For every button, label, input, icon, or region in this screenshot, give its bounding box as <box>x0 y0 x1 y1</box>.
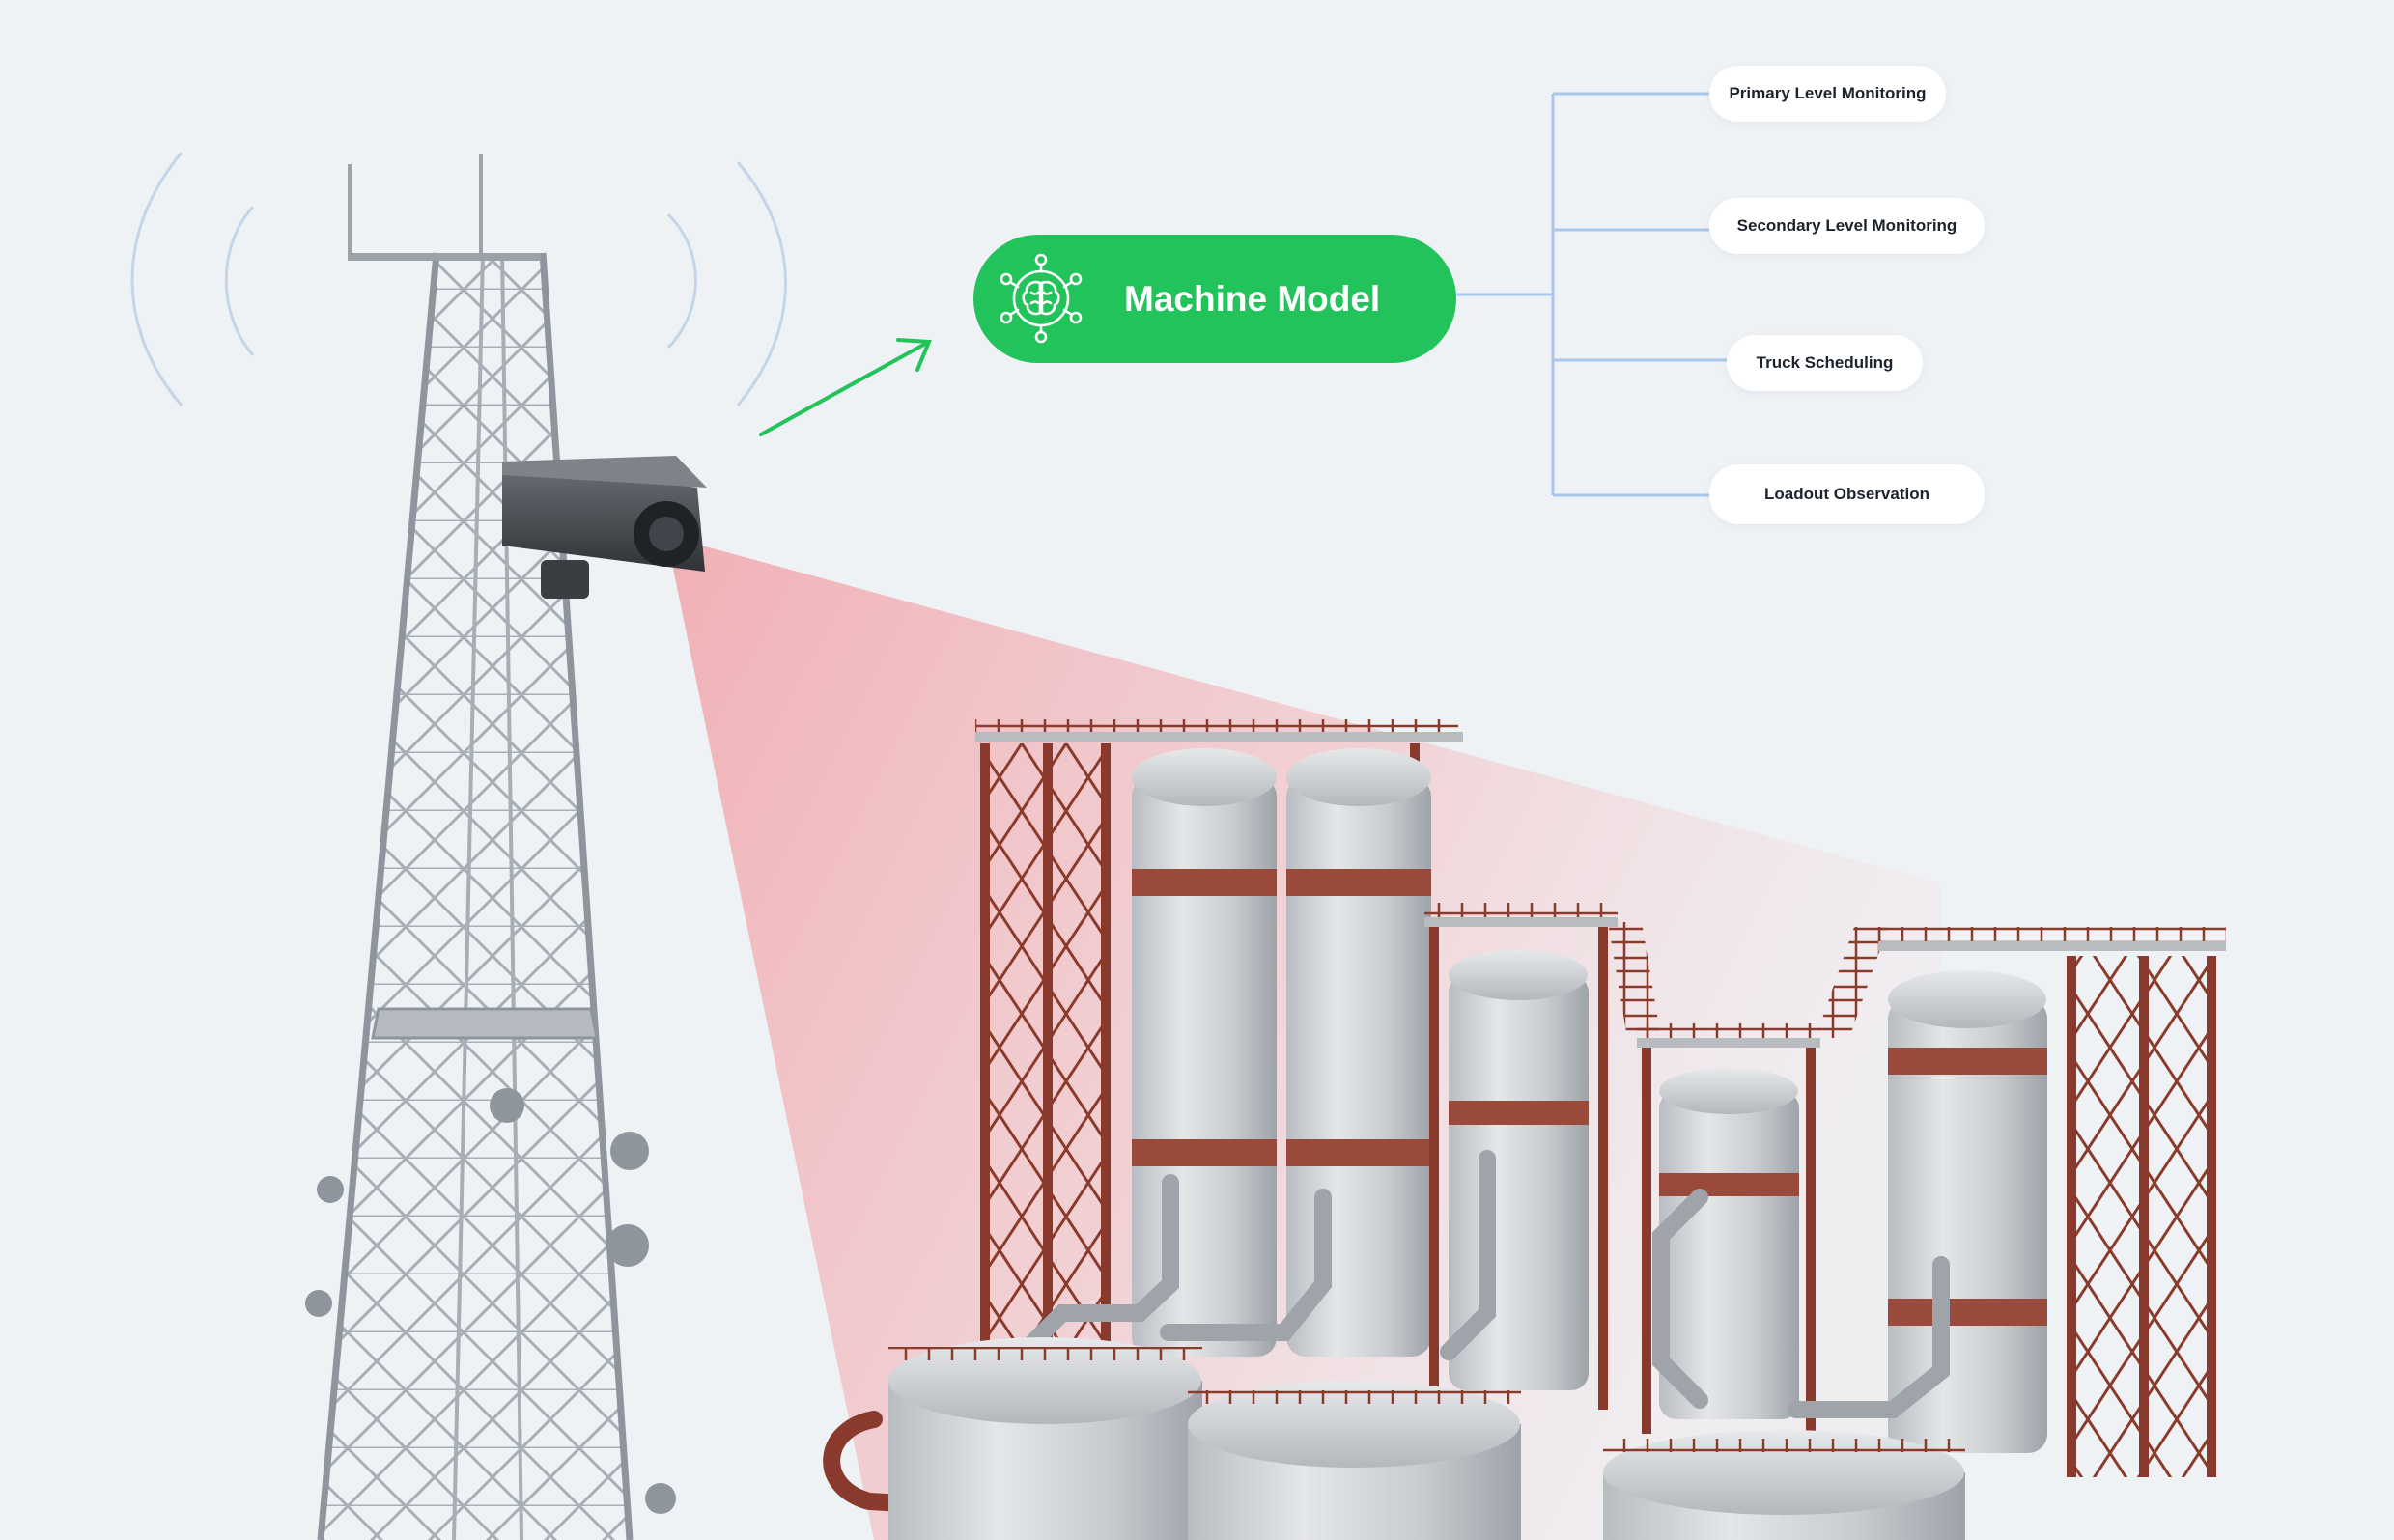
machine-model-label: Machine Model <box>1124 279 1381 319</box>
tall-tank <box>1132 748 1277 1357</box>
brain-network-icon <box>1000 253 1083 344</box>
industrial-plant-illustration <box>823 719 2226 1540</box>
lattice-tower-icon <box>305 154 676 1540</box>
tall-tank <box>1286 748 1431 1357</box>
storage-tank <box>888 1337 1202 1540</box>
flow-arrow <box>759 338 932 436</box>
output-connectors <box>1456 92 1727 497</box>
red-pipe <box>823 1411 1457 1540</box>
pipework <box>1025 1150 1950 1418</box>
wireless-signal-icon <box>130 152 787 406</box>
storage-tank <box>1188 1381 1521 1540</box>
tall-tank <box>1888 970 2047 1453</box>
output-loadout-observation: Loadout Observation <box>1709 464 1985 524</box>
output-secondary-level-monitoring: Secondary Level Monitoring <box>1709 198 1985 254</box>
machine-model-node: Machine Model <box>973 235 1456 363</box>
security-camera-icon <box>502 456 707 599</box>
mid-tank <box>1659 1068 1799 1419</box>
storage-tank <box>1603 1430 1965 1540</box>
output-primary-level-monitoring: Primary Level Monitoring <box>1709 66 1946 122</box>
output-truck-scheduling: Truck Scheduling <box>1727 335 1923 391</box>
